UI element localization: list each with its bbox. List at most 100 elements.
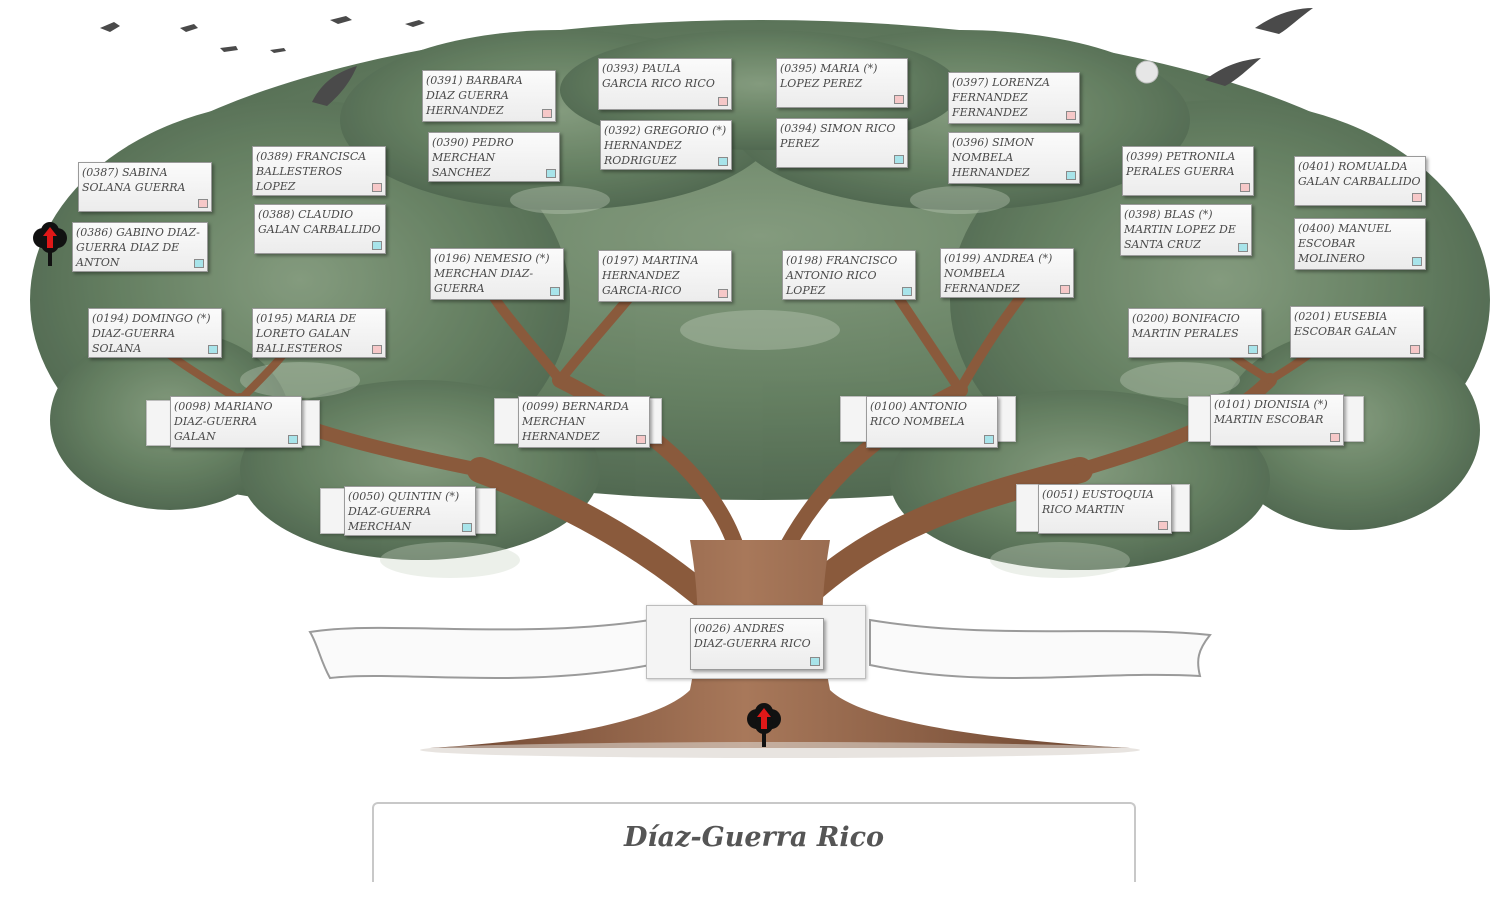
person-name: (0200) BONIFACIO MARTIN PERALES [1132,312,1240,340]
person-box-0201[interactable]: (0201) EUSEBIA ESCOBAR GALAN [1290,306,1424,358]
person-box-0026[interactable]: (0026) ANDRES DIAZ-GUERRA RICO [690,618,824,670]
person-name: (0099) BERNARDA MERCHAN HERNANDEZ [522,400,630,443]
sex-indicator-female [372,345,382,354]
person-box-0196[interactable]: (0196) NEMESIO (*) MERCHAN DIAZ-GUERRA [430,248,564,300]
person-name: (0051) EUSTOQUIA RICO MARTIN [1042,488,1154,516]
person-name: (0197) MARTINA HERNANDEZ GARCIA-RICO [602,254,699,297]
sex-indicator-female [1158,521,1168,530]
person-name: (0196) NEMESIO (*) MERCHAN DIAZ-GUERRA [434,252,550,295]
person-box-0388[interactable]: (0388) CLAUDIO GALAN CARBALLIDO [254,204,386,254]
person-name: (0098) MARIANO DIAZ-GUERRA GALAN [174,400,273,443]
person-box-0394[interactable]: (0394) SIMON RICO PEREZ [776,118,908,168]
person-box-0050[interactable]: (0050) QUINTIN (*) DIAZ-GUERRA MERCHAN [344,486,476,536]
foliage-highlights [240,186,1240,578]
ground-shadow [420,742,1140,758]
sex-indicator-female [1412,193,1422,202]
person-name: (0101) DIONISIA (*) MARTIN ESCOBAR [1214,398,1328,426]
sex-indicator-female [636,435,646,444]
person-box-0098[interactable]: (0098) MARIANO DIAZ-GUERRA GALAN [170,396,302,448]
person-box-0393[interactable]: (0393) PAULA GARCIA RICO RICO [598,58,732,110]
person-box-0392[interactable]: (0392) GREGORIO (*) HERNANDEZ RODRIGUEZ [600,120,732,170]
person-box-0399[interactable]: (0399) PETRONILA PERALES GUERRA [1122,146,1254,196]
sex-indicator-male [902,287,912,296]
person-box-0400[interactable]: (0400) MANUEL ESCOBAR MOLINERO [1294,218,1426,270]
person-box-0398[interactable]: (0398) BLAS (*) MARTIN LOPEZ DE SANTA CR… [1120,204,1252,256]
person-box-0397[interactable]: (0397) LORENZA FERNANDEZ FERNANDEZ [948,72,1080,124]
person-name: (0198) FRANCISCO ANTONIO RICO LOPEZ [786,254,898,297]
banner-ribbon [308,618,1212,680]
person-name: (0050) QUINTIN (*) DIAZ-GUERRA MERCHAN [348,490,460,533]
sex-indicator-male [546,169,556,178]
sex-indicator-female [894,95,904,104]
sex-indicator-female [198,199,208,208]
sex-indicator-male [984,435,994,444]
person-name: (0400) MANUEL ESCOBAR MOLINERO [1298,222,1392,265]
person-name: (0395) MARIA (*) LOPEZ PEREZ [780,62,878,90]
sex-indicator-male [1238,243,1248,252]
sex-indicator-female [372,183,382,192]
person-box-0198[interactable]: (0198) FRANCISCO ANTONIO RICO LOPEZ [782,250,916,300]
sex-indicator-female [1060,285,1070,294]
person-name: (0393) PAULA GARCIA RICO RICO [602,62,715,90]
person-name: (0392) GREGORIO (*) HERNANDEZ RODRIGUEZ [604,124,727,167]
person-name: (0398) BLAS (*) MARTIN LOPEZ DE SANTA CR… [1124,208,1236,251]
sex-indicator-male [1412,257,1422,266]
person-name: (0399) PETRONILA PERALES GUERRA [1126,150,1236,178]
birds [100,8,1313,106]
sex-indicator-male [208,345,218,354]
sex-indicator-female [1066,111,1076,120]
sex-indicator-female [1330,433,1340,442]
person-box-0389[interactable]: (0389) FRANCISCA BALLESTEROS LOPEZ [252,146,386,196]
person-name: (0391) BARBARA DIAZ GUERRA HERNANDEZ [426,74,523,117]
person-name: (0394) SIMON RICO PEREZ [780,122,896,150]
sex-indicator-male [550,287,560,296]
person-name: (0100) ANTONIO RICO NOMBELA [870,400,967,428]
person-box-0101[interactable]: (0101) DIONISIA (*) MARTIN ESCOBAR [1210,394,1344,446]
person-box-0401[interactable]: (0401) ROMUALDA GALAN CARBALLIDO [1294,156,1426,206]
person-name: (0386) GABINO DIAZ-GUERRA DIAZ DE ANTON [76,226,200,269]
sex-indicator-female [542,109,552,118]
sex-indicator-female [1240,183,1250,192]
person-box-0386[interactable]: (0386) GABINO DIAZ-GUERRA DIAZ DE ANTON [72,222,208,272]
person-name: (0390) PEDRO MERCHAN SANCHEZ [432,136,514,179]
foliage [30,20,1490,570]
sex-indicator-male [462,523,472,532]
person-box-0391[interactable]: (0391) BARBARA DIAZ GUERRA HERNANDEZ [422,70,556,122]
sex-indicator-male [894,155,904,164]
person-box-0396[interactable]: (0396) SIMON NOMBELA HERNANDEZ [948,132,1080,184]
sex-indicator-male [810,657,820,666]
sex-indicator-male [1066,171,1076,180]
sex-indicator-male [194,259,204,268]
family-title-box: Díaz-Guerra Rico [372,802,1136,882]
person-box-0395[interactable]: (0395) MARIA (*) LOPEZ PEREZ [776,58,908,108]
tree-up-arrow-icon[interactable] [745,703,783,747]
sex-indicator-female [718,289,728,298]
person-name: (0194) DOMINGO (*) DIAZ-GUERRA SOLANA [92,312,211,355]
tree-up-arrow-icon[interactable] [31,222,69,266]
person-box-0197[interactable]: (0197) MARTINA HERNANDEZ GARCIA-RICO [598,250,732,302]
person-name: (0397) LORENZA FERNANDEZ FERNANDEZ [952,76,1050,119]
person-box-0199[interactable]: (0199) ANDREA (*) NOMBELA FERNANDEZ [940,248,1074,298]
sex-indicator-male [372,241,382,250]
person-box-0100[interactable]: (0100) ANTONIO RICO NOMBELA [866,396,998,448]
person-box-0390[interactable]: (0390) PEDRO MERCHAN SANCHEZ [428,132,560,182]
sex-indicator-female [718,97,728,106]
person-box-0051[interactable]: (0051) EUSTOQUIA RICO MARTIN [1038,484,1172,534]
person-box-0194[interactable]: (0194) DOMINGO (*) DIAZ-GUERRA SOLANA [88,308,222,358]
person-name: (0195) MARIA DE LORETO GALAN BALLESTEROS [256,312,357,355]
sex-indicator-female [1410,345,1420,354]
person-name: (0387) SABINA SOLANA GUERRA [82,166,186,194]
person-name: (0388) CLAUDIO GALAN CARBALLIDO [258,208,381,236]
person-name: (0396) SIMON NOMBELA HERNANDEZ [952,136,1034,179]
person-box-0195[interactable]: (0195) MARIA DE LORETO GALAN BALLESTEROS [252,308,386,358]
person-box-0200[interactable]: (0200) BONIFACIO MARTIN PERALES [1128,308,1262,358]
person-box-0387[interactable]: (0387) SABINA SOLANA GUERRA [78,162,212,212]
person-name: (0199) ANDREA (*) NOMBELA FERNANDEZ [944,252,1053,295]
person-box-0099[interactable]: (0099) BERNARDA MERCHAN HERNANDEZ [518,396,650,448]
sex-indicator-male [718,157,728,166]
sex-indicator-male [288,435,298,444]
person-name: (0026) ANDRES DIAZ-GUERRA RICO [694,622,811,650]
person-name: (0401) ROMUALDA GALAN CARBALLIDO [1298,160,1421,188]
sex-indicator-male [1248,345,1258,354]
